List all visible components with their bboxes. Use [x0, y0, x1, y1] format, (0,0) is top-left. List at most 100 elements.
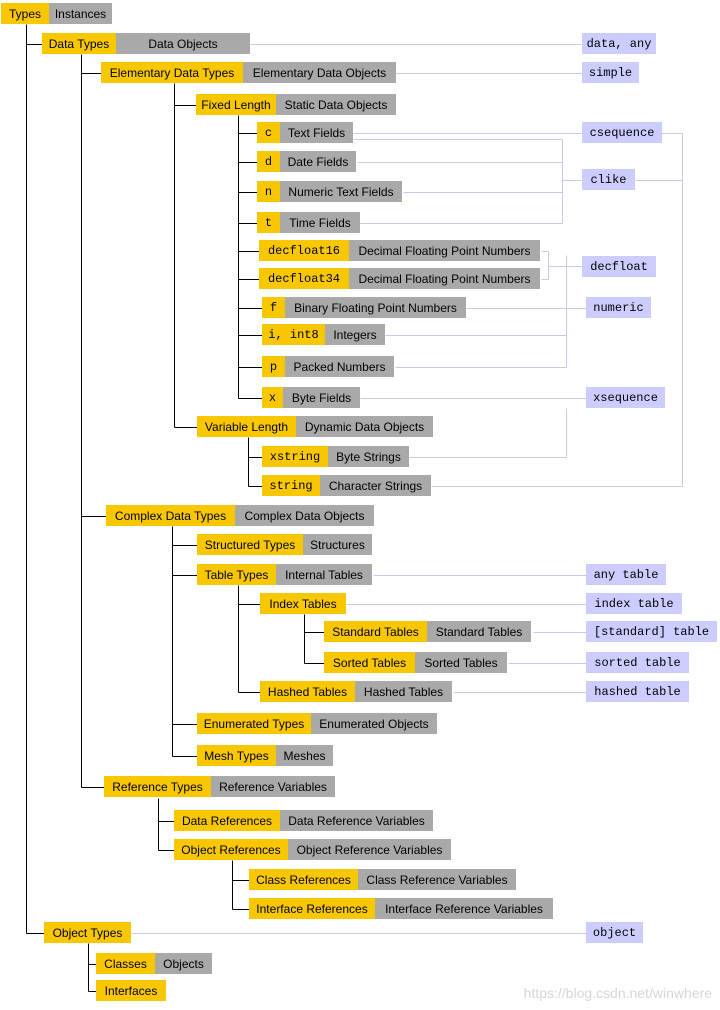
type-label: Class References: [249, 869, 358, 890]
type-label: n: [257, 181, 280, 202]
type-label: Elementary Data Types: [101, 62, 243, 83]
type-label: d: [257, 151, 280, 172]
type-label: Object Types: [44, 922, 131, 943]
type-label: Object References: [174, 839, 288, 860]
node-object: Object Types: [44, 922, 131, 943]
instance-label: Object Reference Variables: [288, 839, 451, 860]
instance-label: Standard Tables: [427, 621, 531, 642]
type-label: Complex Data Types: [106, 505, 235, 526]
instance-label: Dynamic Data Objects: [296, 416, 433, 437]
instance-label: Numeric Text Fields: [280, 181, 402, 202]
instance-label: Objects: [155, 953, 212, 974]
instance-label: Enumerated Objects: [311, 713, 437, 734]
type-label: i, int8: [262, 324, 325, 345]
instance-label: Byte Strings: [328, 446, 409, 467]
type-label: c: [257, 122, 280, 143]
instance-label: Character Strings: [320, 475, 431, 496]
instance-label: Class Reference Variables: [358, 869, 516, 890]
instance-label: Sorted Tables: [415, 652, 507, 673]
generic-type-index-table: index table: [586, 593, 682, 614]
instance-label: Reference Variables: [211, 776, 335, 797]
generic-type-decfloat: decfloat: [582, 256, 656, 277]
generic-type-data-any: data, any: [582, 33, 656, 54]
type-label: x: [262, 387, 283, 408]
type-label: f: [262, 297, 285, 318]
instance-label: Decimal Floating Point Numbers: [349, 268, 540, 289]
type-label: Reference Types: [104, 776, 211, 797]
instance-label: Hashed Tables: [355, 681, 452, 702]
instance-label: Packed Numbers: [285, 356, 394, 377]
instance-label: Data Reference Variables: [280, 810, 433, 831]
watermark: https://blog.csdn.net/winwhere: [523, 985, 712, 1001]
node-interfaces: Interfaces: [96, 980, 166, 1001]
type-label: Classes: [96, 953, 155, 974]
instance-label: Date Fields: [280, 151, 356, 172]
instance-label: Elementary Data Objects: [243, 62, 396, 83]
generic-type-standard-table: [standard] table: [586, 621, 717, 642]
instance-label: Data Objects: [116, 33, 250, 54]
type-label: Data Types: [42, 33, 116, 54]
type-label: Hashed Tables: [260, 681, 355, 702]
type-label: Data References: [174, 810, 280, 831]
instance-label: Decimal Floating Point Numbers: [349, 240, 540, 261]
generic-type-numeric: numeric: [586, 297, 651, 318]
type-label: Index Tables: [260, 593, 346, 614]
type-label: Structured Types: [197, 534, 303, 555]
generic-type-simple: simple: [582, 62, 639, 83]
type-label: p: [262, 356, 285, 377]
instance-label: Instances: [49, 3, 112, 24]
instance-label: Meshes: [276, 745, 333, 766]
instance-label: Text Fields: [280, 122, 353, 143]
instance-label: Byte Fields: [283, 387, 360, 408]
type-label: Types: [1, 3, 49, 24]
type-label: string: [262, 475, 320, 496]
instance-label: Static Data Objects: [276, 94, 396, 115]
instance-label: Structures: [303, 534, 372, 555]
type-label: Interfaces: [96, 980, 166, 1001]
generic-type-any-table: any table: [586, 564, 666, 585]
instance-label: Internal Tables: [276, 564, 372, 585]
type-label: Standard Tables: [324, 621, 427, 642]
generic-type-csequence: csequence: [582, 122, 662, 143]
type-label: decfloat16: [259, 240, 349, 261]
generic-type-clike: clike: [582, 169, 635, 190]
generic-type-sorted-table: sorted table: [586, 652, 689, 673]
type-label: decfloat34: [259, 268, 349, 289]
instance-label: Time Fields: [280, 212, 360, 233]
type-label: xstring: [262, 446, 328, 467]
type-label: Interface References: [249, 898, 375, 919]
generic-type-object-generic: object: [586, 922, 643, 943]
type-label: Sorted Tables: [324, 652, 415, 673]
